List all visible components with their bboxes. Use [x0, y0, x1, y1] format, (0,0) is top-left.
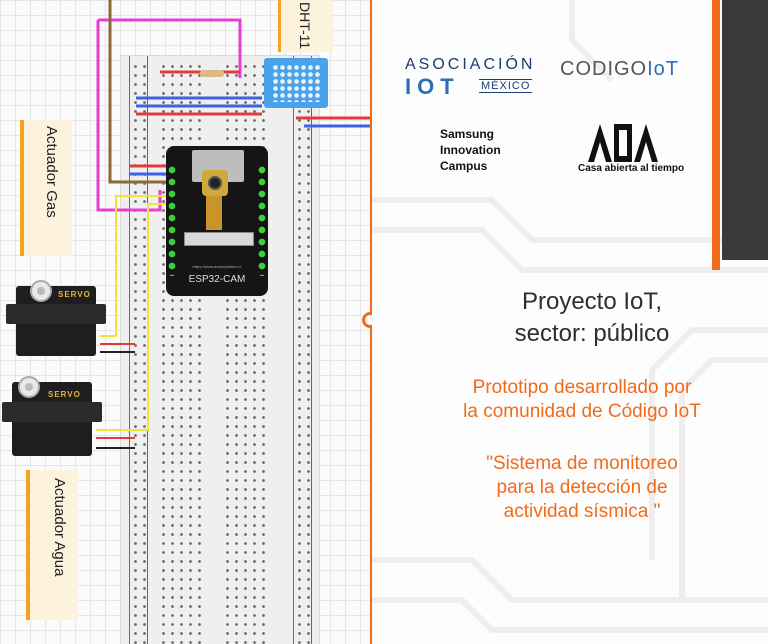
dht-label-card: DHT-11: [278, 0, 333, 52]
board-url: https://www.arduinplatero.cl: [192, 264, 242, 269]
actuator-water-label: Actuador Agua: [51, 478, 68, 577]
dht-label: DHT-11: [297, 2, 313, 50]
board-name: ESP32-CAM: [188, 274, 246, 285]
corner-accent: [712, 0, 720, 270]
uam-tagline: Casa abierta al tiempo: [578, 163, 685, 174]
actuator-water-card: Actuador Agua: [26, 470, 78, 620]
servo-water: SERVO: [2, 372, 102, 458]
circuit-diagram: DHT-11 https://www.arduinplatero.cl ESP3…: [0, 0, 372, 644]
dht11-sensor: [264, 58, 328, 108]
project-quote: "Sistema de monitoreo para la detección …: [486, 453, 678, 522]
resistor: [200, 70, 224, 77]
servo-tag: SERVO: [58, 290, 91, 299]
subtitle: Prototipo desarrollado por la comunidad …: [463, 377, 701, 422]
wires: [96, 0, 372, 449]
actuator-gas-card: Actuador Gas: [20, 120, 72, 256]
codigo-iot-logo: CODIGOIoT: [560, 58, 680, 80]
camera-lens: [202, 170, 228, 196]
esp32-cam-board: https://www.arduinplatero.cl ESP32-CAM: [166, 146, 268, 296]
uam-logo-icon: [588, 124, 658, 162]
actuator-gas-label: Actuador Gas: [43, 126, 60, 218]
circuit-background: [372, 0, 768, 633]
servo-tag: SERVO: [48, 390, 81, 399]
page-title: Proyecto IoT, sector: público: [514, 288, 670, 347]
info-panel: ASOCIACIÓN IOT MÉXICO CODIGOIoT Samsung …: [372, 0, 768, 644]
servo-gas: SERVO: [6, 276, 106, 358]
samsung-innovation-campus-logo: Samsung Innovation Campus: [440, 127, 501, 173]
servo-horn-icon: [18, 376, 40, 398]
corner-dark-band: [722, 0, 768, 260]
servo-horn-icon: [30, 280, 52, 302]
asociacion-iot-mexico-logo: ASOCIACIÓN IOT MÉXICO: [405, 56, 536, 99]
